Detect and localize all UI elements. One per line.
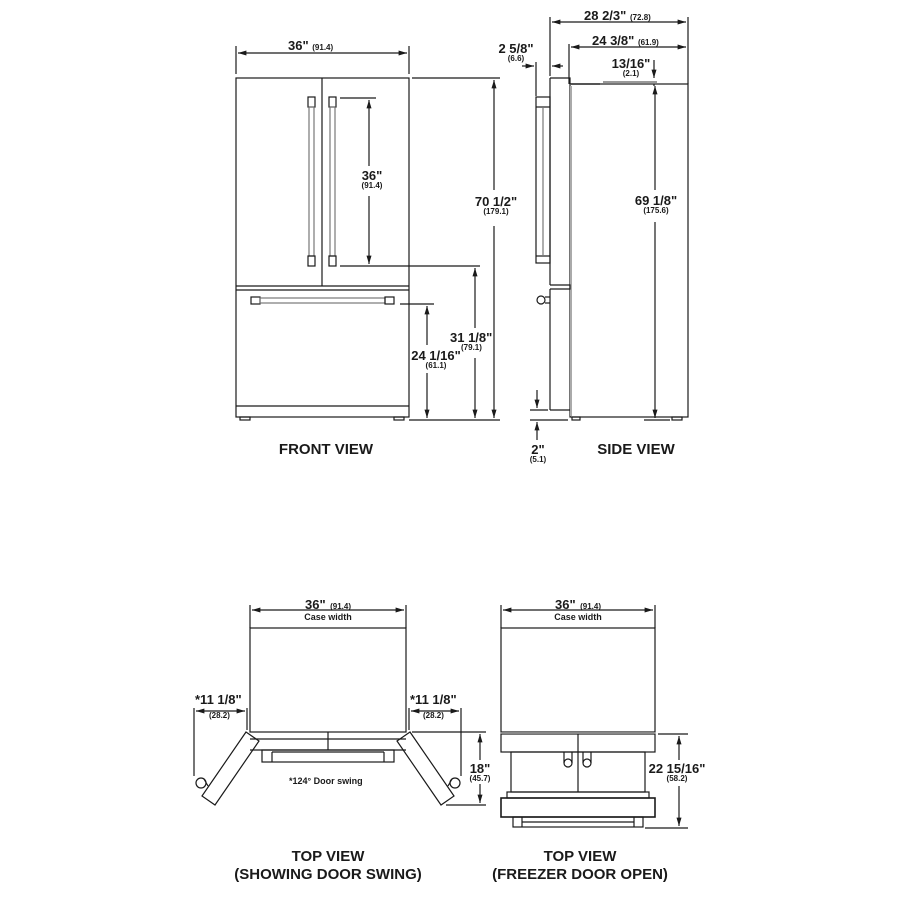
left-door-swing-in: *11 1/8"	[195, 692, 242, 707]
handle-depth-cm: (6.6)	[507, 54, 525, 63]
front-freezer-handle-label: 24 1/16" (61.1)	[410, 349, 462, 370]
swing-width-note: Case width	[304, 612, 352, 622]
top-view-door-swing-drawing	[193, 605, 486, 806]
front-view-drawing	[235, 46, 500, 421]
freezer-depth-in: 22 15/16"	[648, 761, 706, 776]
swing-depth-label: 18" (45.7)	[466, 762, 494, 783]
case-depth-cm: (61.9)	[637, 38, 659, 47]
freezer-handle-cm: (61.1)	[425, 361, 447, 370]
total-height-in: 70 1/2"	[474, 194, 518, 209]
freezer-depth-cm: (58.2)	[666, 774, 688, 783]
side-total-depth-label: 28 2/3" (72.8)	[584, 9, 651, 22]
right-door-swing-in: *11 1/8"	[410, 692, 457, 707]
case-depth-in: 24 3/8"	[592, 33, 635, 48]
case-height-in: 69 1/8"	[634, 193, 678, 208]
front-width-in: 36"	[288, 38, 309, 53]
total-depth-cm: (72.8)	[629, 13, 651, 22]
handle-height-in: 36"	[361, 168, 383, 183]
swing-width-cm: (91.4)	[330, 602, 351, 611]
side-bottom-clearance-label: 2" (5.1)	[523, 443, 553, 464]
door-bottom-cm: (79.1)	[461, 343, 482, 352]
handle-height-cm: (91.4)	[361, 181, 383, 190]
hinge-cap-in: 13/16"	[611, 56, 651, 71]
freezer-depth-label: 22 15/16" (58.2)	[646, 762, 708, 783]
case-height-cm: (175.6)	[643, 206, 669, 215]
side-view-drawing	[522, 17, 689, 440]
right-door-swing-cm: (28.2)	[423, 711, 444, 720]
side-view-title: SIDE VIEW	[597, 441, 675, 458]
front-handle-height-label: 36" (91.4)	[356, 169, 388, 190]
side-handle-depth-label: 2 5/8" (6.6)	[494, 42, 538, 63]
door-swing-note: *124° Door swing	[289, 776, 363, 786]
total-height-cm: (179.1)	[483, 207, 509, 216]
top-view-freezer-open-drawing	[500, 605, 688, 829]
bottom-clearance-cm: (5.1)	[529, 455, 547, 464]
freezer-title-line1: TOP VIEW	[543, 848, 617, 865]
handle-depth-in: 2 5/8"	[498, 41, 534, 56]
swing-depth-in: 18"	[469, 761, 491, 776]
swing-view-title: TOP VIEW (SHOWING DOOR SWING)	[218, 849, 438, 882]
front-view-title: FRONT VIEW	[278, 441, 374, 458]
side-case-depth-label: 24 3/8" (61.9)	[592, 34, 659, 47]
hinge-cap-cm: (2.1)	[622, 69, 640, 78]
freezer-handle-in: 24 1/16"	[411, 348, 461, 363]
freezer-title-line2: (FREEZER DOOR OPEN)	[492, 866, 668, 883]
left-door-swing-cm: (28.2)	[209, 711, 230, 720]
freezer-width-note: Case width	[554, 612, 602, 622]
bottom-clearance-in: 2"	[531, 442, 545, 457]
front-door-bottom-height-label: 31 1/8" (79.1)	[450, 331, 492, 352]
swing-width-in: 36"	[305, 597, 326, 612]
side-case-height-label: 69 1/8" (175.6)	[630, 194, 682, 215]
front-total-height-label: 70 1/2" (179.1)	[470, 195, 522, 216]
freezer-width-label: 36" (91.4) Case width	[528, 597, 628, 622]
front-width-label: 36" (91.4)	[288, 39, 333, 52]
freezer-width-in: 36"	[555, 597, 576, 612]
swing-title-line1: TOP VIEW	[291, 848, 365, 865]
front-width-cm: (91.4)	[312, 43, 334, 52]
door-bottom-in: 31 1/8"	[450, 330, 493, 345]
swing-width-label: 36" (91.4) Case width	[278, 597, 378, 622]
swing-title-line2: (SHOWING DOOR SWING)	[234, 866, 422, 883]
total-depth-in: 28 2/3"	[584, 8, 627, 23]
side-hinge-cap-label: 13/16" (2.1)	[608, 57, 654, 78]
swing-depth-cm: (45.7)	[469, 774, 491, 783]
freezer-view-title: TOP VIEW (FREEZER DOOR OPEN)	[470, 849, 690, 882]
freezer-width-cm: (91.4)	[580, 602, 601, 611]
